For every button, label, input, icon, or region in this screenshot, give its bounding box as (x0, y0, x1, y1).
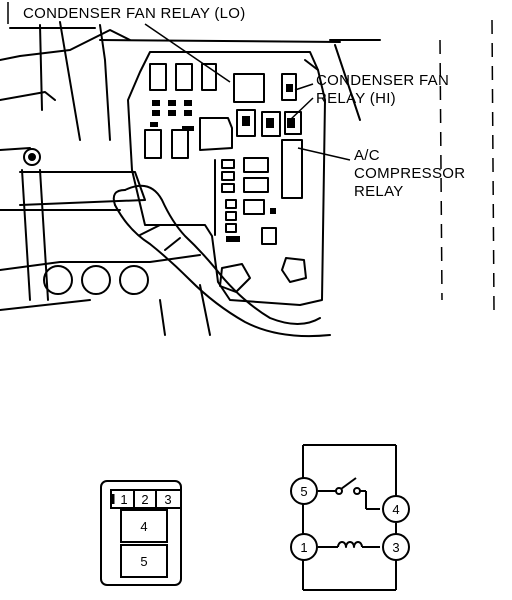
connector-terminal-4: 4 (140, 519, 147, 534)
schematic-terminal-1: 1 (300, 540, 307, 555)
connector-terminal-5: 5 (140, 554, 147, 569)
compressor-relay-label-line2: COMPRESSOR (354, 165, 466, 182)
fan-relay-hi-label-line2: RELAY (HI) (316, 90, 396, 107)
terminal-5-circle (290, 477, 318, 505)
connector-terminal-1: 1 (120, 492, 127, 507)
fan-relay-lo-label: CONDENSER FAN RELAY (LO) (23, 5, 246, 22)
fan-relay-hi-label-line1: CONDENSER FAN (316, 72, 450, 89)
schematic-terminal-5: 5 (300, 484, 307, 499)
terminal-3-circle (382, 533, 410, 561)
terminal-4-circle (382, 495, 410, 523)
terminal-1-circle (290, 533, 318, 561)
connector-terminal-2: 2 (141, 492, 148, 507)
schematic-terminal-4: 4 (392, 502, 399, 517)
compressor-relay-label-line3: RELAY (354, 183, 404, 200)
schematic-terminal-3: 3 (392, 540, 399, 555)
compressor-relay-label-line1: A/C (354, 147, 380, 164)
connector-terminal-3: 3 (164, 492, 171, 507)
